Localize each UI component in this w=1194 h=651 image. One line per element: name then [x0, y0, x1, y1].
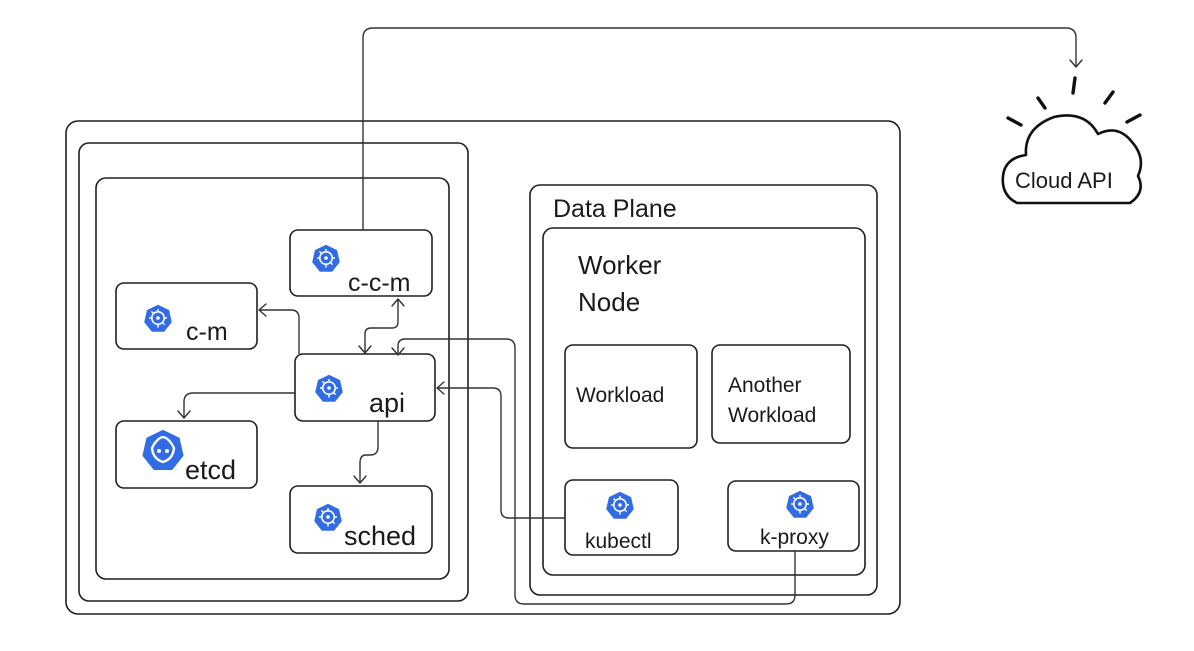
arrowhead-etcd — [177, 410, 191, 419]
connector-api-to-sched — [359, 421, 379, 483]
worker-node-box — [542, 227, 866, 576]
worker-node-title-line2: Node — [578, 287, 640, 317]
workload-label: Workload — [576, 384, 664, 407]
cm-kubernetes-icon — [142, 303, 174, 334]
etcd-box — [115, 420, 258, 489]
connector-api-to-cm — [259, 309, 300, 354]
another-workload-label-line2: Workload — [728, 404, 816, 427]
etcd-icon — [140, 427, 186, 472]
arrowhead-api-from-kproxy — [391, 347, 405, 356]
worker-node-title-line1: Worker — [578, 250, 662, 280]
connector-kproxy-to-api — [397, 338, 796, 605]
kproxy-label: k-proxy — [760, 526, 829, 549]
another-workload-label-line1: Another — [728, 374, 802, 397]
arrowhead-sched — [353, 475, 367, 484]
api-label: api — [369, 388, 405, 418]
kproxy-box — [727, 480, 860, 552]
sched-kubernetes-icon — [312, 502, 344, 533]
arrowhead-cloud-api — [1069, 59, 1083, 68]
workload-box — [564, 344, 698, 449]
cm-label: c-m — [186, 318, 228, 346]
sched-box — [289, 485, 433, 554]
sched-label: sched — [344, 521, 416, 551]
cloud-api-label: Cloud API — [1015, 168, 1113, 193]
arrowhead-api-from-ccm — [358, 345, 372, 354]
control-plane-inner-box — [95, 177, 450, 580]
another-workload-box — [711, 344, 851, 444]
ccm-box — [289, 229, 433, 297]
cloud-icon — [1001, 76, 1143, 205]
kubectl-kubernetes-icon — [604, 490, 636, 521]
kproxy-kubernetes-icon — [784, 489, 816, 520]
cluster-outer-boundary — [65, 120, 901, 615]
etcd-label: etcd — [185, 455, 236, 485]
ccm-label: c-c-m — [348, 269, 410, 297]
connector-api-to-etcd — [183, 392, 295, 418]
api-kubernetes-icon — [313, 373, 345, 404]
cm-box — [115, 282, 258, 350]
data-plane-box — [529, 184, 878, 596]
connector-kubectl-to-api — [437, 387, 565, 519]
data-plane-title: Data Plane — [553, 195, 677, 223]
arrowhead-api-from-kubectl — [436, 381, 445, 395]
arrowhead-cm — [258, 303, 267, 317]
connector-ccm-to-cloud-api — [362, 27, 1077, 230]
ccm-kubernetes-icon — [310, 243, 342, 274]
control-plane-outer-box — [78, 142, 469, 602]
connector-api-to-ccm — [364, 299, 399, 354]
kubectl-label: kubectl — [585, 530, 652, 553]
arrowhead-ccm — [391, 298, 405, 307]
